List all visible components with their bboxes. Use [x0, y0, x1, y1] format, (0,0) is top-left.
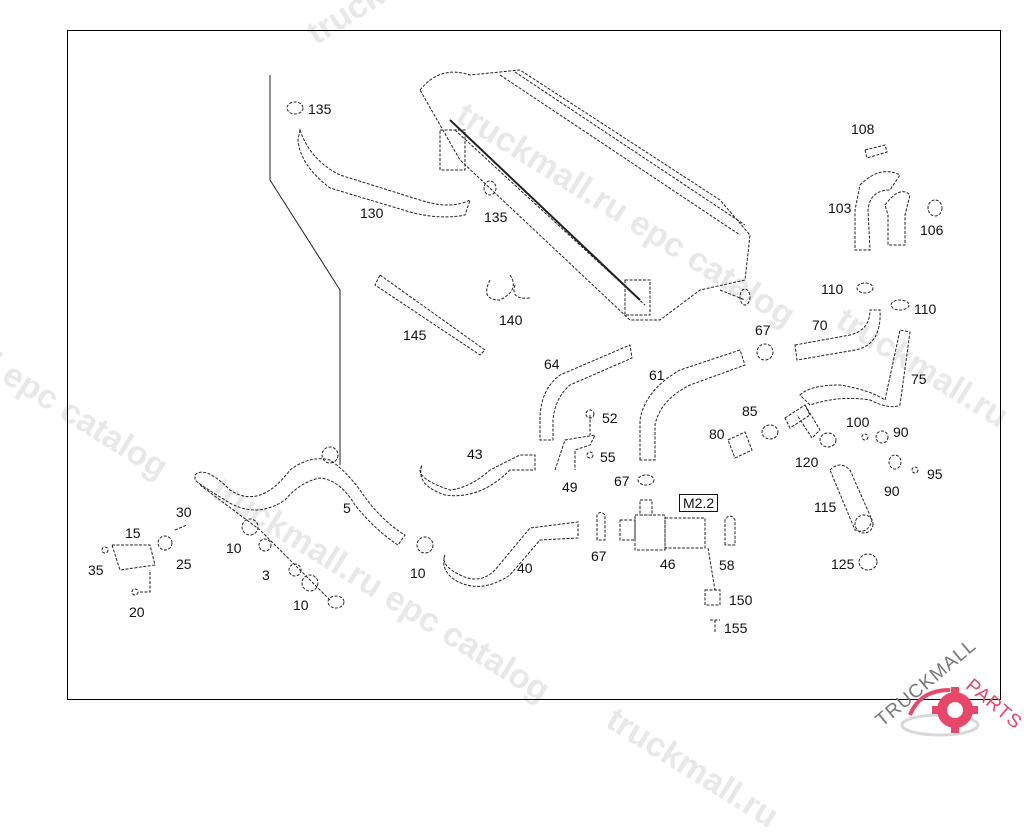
part-label: 108	[851, 121, 875, 137]
part-label: 120	[795, 454, 819, 470]
part-label: 43	[467, 446, 483, 462]
part-label: 55	[600, 449, 616, 465]
part-label: 70	[812, 317, 828, 333]
part-label: 155	[724, 620, 748, 636]
callout-box-m22: M2.2	[679, 494, 719, 512]
part-label: 20	[129, 604, 145, 620]
part-label: 30	[176, 504, 192, 520]
part-label: 150	[729, 592, 753, 608]
part-label: 125	[831, 556, 855, 572]
part-label: 10	[410, 565, 426, 581]
part-label: 10	[293, 597, 309, 613]
parts-drawing	[101, 69, 943, 632]
part-label: 75	[911, 371, 927, 387]
part-label: 106	[920, 222, 944, 238]
part-label: 61	[649, 367, 665, 383]
part-label: 10	[226, 540, 242, 556]
part-label: 115	[814, 499, 837, 515]
expansion-tank	[419, 69, 751, 321]
part-label: 100	[846, 414, 870, 430]
part-label: 140	[499, 312, 523, 328]
part-label: 15	[125, 525, 141, 541]
part-label: 58	[719, 557, 735, 573]
part-label: 90	[884, 483, 900, 499]
part-label: 67	[614, 473, 630, 489]
part-label: 49	[562, 479, 578, 495]
diagram-frame	[67, 30, 1001, 700]
hose-130	[297, 128, 471, 218]
part-label: 46	[660, 556, 676, 572]
part-label: 67	[755, 322, 771, 338]
part-label: 52	[602, 410, 618, 426]
truckmall-parts-logo: TRUCKMALL PARTS	[860, 635, 1024, 750]
part-label: 85	[742, 403, 758, 419]
part-label: 67	[591, 548, 607, 564]
part-label: 110	[821, 281, 844, 297]
part-label: 25	[176, 556, 192, 572]
part-label: 40	[517, 560, 533, 576]
part-label: 110	[914, 301, 937, 317]
part-label: 135	[308, 101, 332, 117]
part-label: 64	[544, 356, 560, 372]
part-label: 103	[828, 200, 852, 216]
part-label: 130	[360, 205, 384, 221]
part-label: 35	[88, 562, 104, 578]
gear-icon	[900, 687, 980, 737]
part-label: 80	[709, 426, 725, 442]
part-label: 90	[893, 424, 909, 440]
part-label: 3	[262, 567, 270, 583]
part-label: 135	[484, 209, 508, 225]
part-label: 145	[403, 327, 427, 343]
part-label: 95	[927, 466, 943, 482]
part-label: 5	[343, 500, 351, 516]
